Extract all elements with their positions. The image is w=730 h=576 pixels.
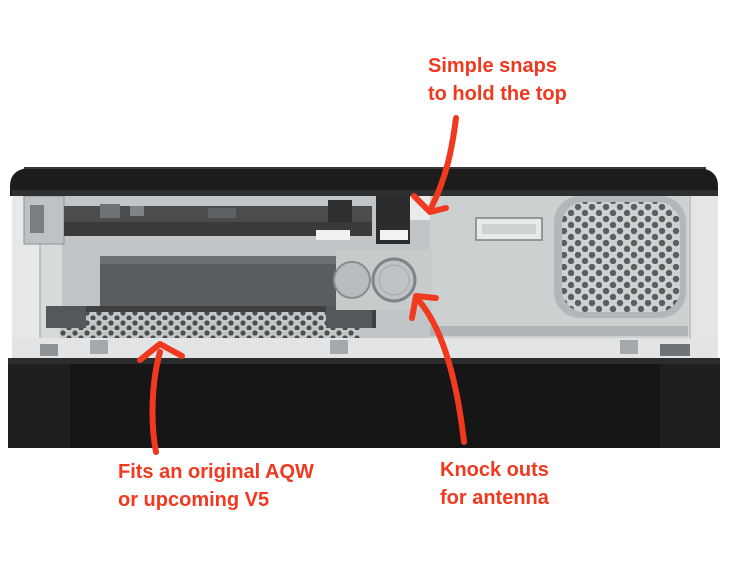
knock-callout: Knock outs for antenna [440, 456, 549, 512]
port-slot [475, 217, 543, 241]
snap-clip [376, 194, 430, 244]
right-wall [430, 326, 688, 336]
fits-callout: Fits an original AQW or upcoming V5 [118, 458, 314, 514]
black-lid [10, 167, 718, 196]
snaps-callout-line2: to hold the top [428, 83, 567, 105]
vent-grille [554, 196, 686, 318]
bottom-pcb [46, 306, 376, 338]
fits-arrow [137, 341, 185, 455]
snaps-arrow [411, 115, 459, 215]
base-ledge [12, 338, 718, 358]
fits-callout-line2: or upcoming V5 [118, 489, 270, 511]
snaps-callout: Simple snaps to hold the top [428, 52, 567, 108]
knock-arrow [409, 293, 467, 445]
top-pcb [64, 200, 372, 240]
knock-callout-line2: for antenna [440, 487, 549, 509]
fits-callout-line1: Fits an original AQW [118, 461, 314, 483]
knock-callout-line1: Knock outs [440, 459, 549, 481]
black-base [8, 358, 720, 448]
left-latch [23, 195, 65, 245]
snaps-callout-line1: Simple snaps [428, 55, 557, 77]
module-block [100, 256, 350, 310]
